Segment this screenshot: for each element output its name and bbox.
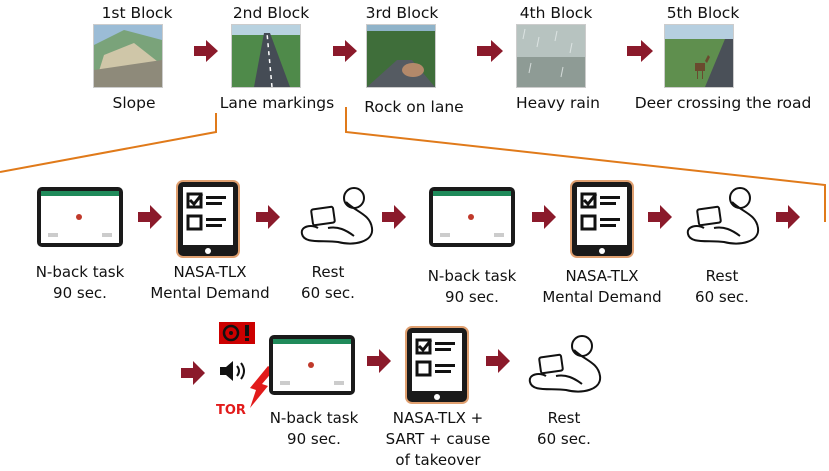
tablet-nback-icon <box>37 187 123 247</box>
lane-markings-scene <box>231 24 301 88</box>
block-1-title: 1st Block <box>101 4 173 22</box>
resting-person-icon-2 <box>686 187 760 245</box>
arrow-mid-3 <box>382 205 406 229</box>
arrow-3-4 <box>477 40 503 62</box>
arrow-2-3 <box>333 40 357 62</box>
block-5-title: 5th Block <box>666 4 740 22</box>
questionnaire-tablet-icon <box>176 180 240 258</box>
tor-label: TOR <box>216 403 246 418</box>
arrow-bottom-0 <box>181 361 205 385</box>
steering-wheel-alert-icon <box>219 322 255 344</box>
rain-scene <box>516 24 586 88</box>
block-5-caption: Deer crossing the road <box>634 94 812 112</box>
lightning-alert-icon <box>250 366 274 408</box>
block-2-caption: Lane markings <box>219 94 335 112</box>
questionnaire-tablet-icon-3 <box>405 326 469 404</box>
arrow-mid-1 <box>138 205 162 229</box>
arrow-mid-2 <box>256 205 280 229</box>
resting-person-icon <box>300 187 374 245</box>
rock-scene <box>366 24 436 88</box>
arrow-bottom-1 <box>367 349 391 373</box>
speaker-icon <box>220 361 245 381</box>
arrow-bottom-2 <box>486 349 510 373</box>
arrow-mid-6 <box>776 205 800 229</box>
block-2-title: 2nd Block <box>232 4 310 22</box>
tablet-nback-icon-3 <box>269 335 355 395</box>
questionnaire-tablet-icon-2 <box>570 180 634 258</box>
arrow-mid-4 <box>532 205 556 229</box>
arrow-1-2 <box>194 40 218 62</box>
arrow-4-5 <box>627 40 653 62</box>
block-1-caption: Slope <box>112 94 156 112</box>
block-4-caption: Heavy rain <box>516 94 600 112</box>
block-3-title: 3rd Block <box>365 4 439 22</box>
tablet-nback-icon-2 <box>429 187 515 247</box>
block-4-title: 4th Block <box>519 4 593 22</box>
slope-scene <box>93 24 163 88</box>
arrow-mid-5 <box>648 205 672 229</box>
resting-person-icon-3 <box>528 335 602 393</box>
block-3-caption: Rock on lane <box>364 98 464 116</box>
deer-scene <box>664 24 734 88</box>
